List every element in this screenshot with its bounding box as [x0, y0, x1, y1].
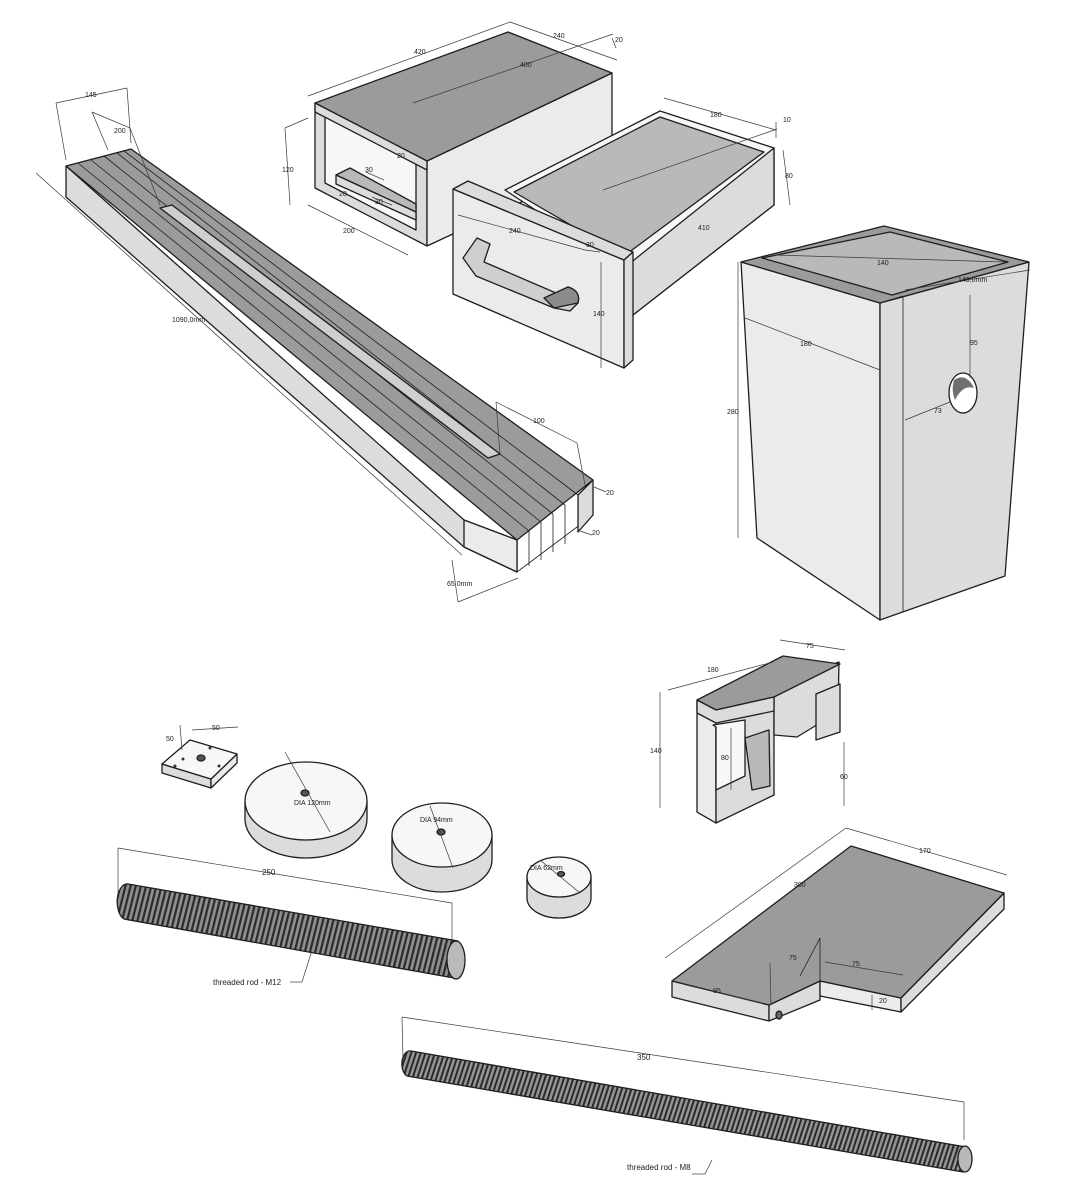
bar-offset-label: 200 — [114, 128, 126, 135]
disc-medium: DIA 94mm — [391, 802, 493, 893]
block-width-label: 50 — [212, 725, 220, 732]
rod-m12: 250 threaded rod - M12 — [116, 847, 466, 987]
bracket-width-label: 180 — [707, 667, 719, 674]
housing-height-label: 120 — [282, 167, 294, 174]
cabinet-depth-label: 145,0mm — [958, 277, 987, 284]
rod-m8-length-label: 350 — [637, 1053, 651, 1062]
housing-shelf-label: 30 — [365, 167, 373, 174]
housing-shelf3-label: 30 — [375, 199, 383, 206]
disc-medium-label: DIA 94mm — [420, 817, 453, 824]
plate-length-label: 300 — [794, 882, 806, 889]
disc-small-label: DIA 62mm — [530, 865, 563, 872]
bar-lamella-label: 20 — [606, 490, 614, 497]
rod-m12-label: threaded rod - M12 — [213, 978, 282, 987]
housing-inner-label: 400 — [520, 62, 532, 69]
bracket-height-label: 140 — [650, 748, 662, 755]
housing-thickness-label: 20 — [615, 37, 623, 44]
rod-m8-label: threaded rod - M8 — [627, 1163, 691, 1172]
drawer: 180 10 80 410 240 30 140 — [452, 97, 793, 369]
drawer-width-label: 180 — [710, 112, 722, 119]
plate-width-label: 170 — [919, 848, 931, 855]
bracket-inner-label: 80 — [721, 755, 729, 762]
housing-shelf2-label: 20 — [339, 191, 347, 198]
cabinet-hole-offset-label: 73 — [934, 408, 942, 415]
bracket: 75 180 140 80 60 — [650, 639, 848, 824]
drawer-length-label: 410 — [698, 225, 710, 232]
housing-width-label: 200 — [343, 228, 355, 235]
bar-slot-label: 100 — [533, 418, 545, 425]
notched-plate: 300 170 75 75 95 20 — [664, 827, 1008, 1022]
drawer-front-thick-label: 30 — [586, 242, 594, 249]
bar-width-label: 145 — [85, 92, 97, 99]
rod-m12-length-label: 250 — [262, 868, 276, 877]
cabinet-hole-height-label: 95 — [970, 340, 978, 347]
housing-wall-label: 20 — [397, 153, 405, 160]
bar-length-label: 1090,0mm — [172, 317, 205, 324]
bracket-depth-label: 75 — [806, 643, 814, 650]
cabinet-height-label: 280 — [727, 409, 739, 416]
drawer-front-label: 240 — [509, 228, 521, 235]
small-block: 50 50 — [161, 724, 239, 789]
drawer-thickness-label: 10 — [783, 117, 791, 124]
rod-m8: 350 threaded rod - M8 — [401, 1016, 973, 1175]
bar-height-label: 65,0mm — [447, 581, 472, 588]
cabinet: 140 145,0mm 180 95 73 280 — [727, 225, 1031, 621]
slotted-bar: 145 200 1090,0mm 100 20 20 65,0mm — [35, 87, 614, 603]
housing-length-label: 420 — [414, 49, 426, 56]
bar-lamella2-label: 20 — [592, 530, 600, 537]
bracket-opening-label: 60 — [840, 774, 848, 781]
cabinet-top-label: 140 — [877, 260, 889, 267]
cabinet-width-label: 180 — [800, 341, 812, 348]
disc-small: DIA 62mm — [526, 856, 592, 919]
disc-large: DIA 120mm — [244, 751, 368, 859]
plate-notch-depth-label: 75 — [789, 955, 797, 962]
plate-thickness-label: 20 — [879, 998, 887, 1005]
disc-large-label: DIA 120mm — [294, 800, 331, 807]
housing-depth-label: 240 — [553, 33, 565, 40]
drawer-front-height-label: 140 — [593, 311, 605, 318]
drawer-height-label: 80 — [785, 173, 793, 180]
plate-notch-width-label: 75 — [852, 961, 860, 968]
block-height-label: 50 — [166, 736, 174, 743]
plate-front-label: 95 — [713, 988, 721, 995]
